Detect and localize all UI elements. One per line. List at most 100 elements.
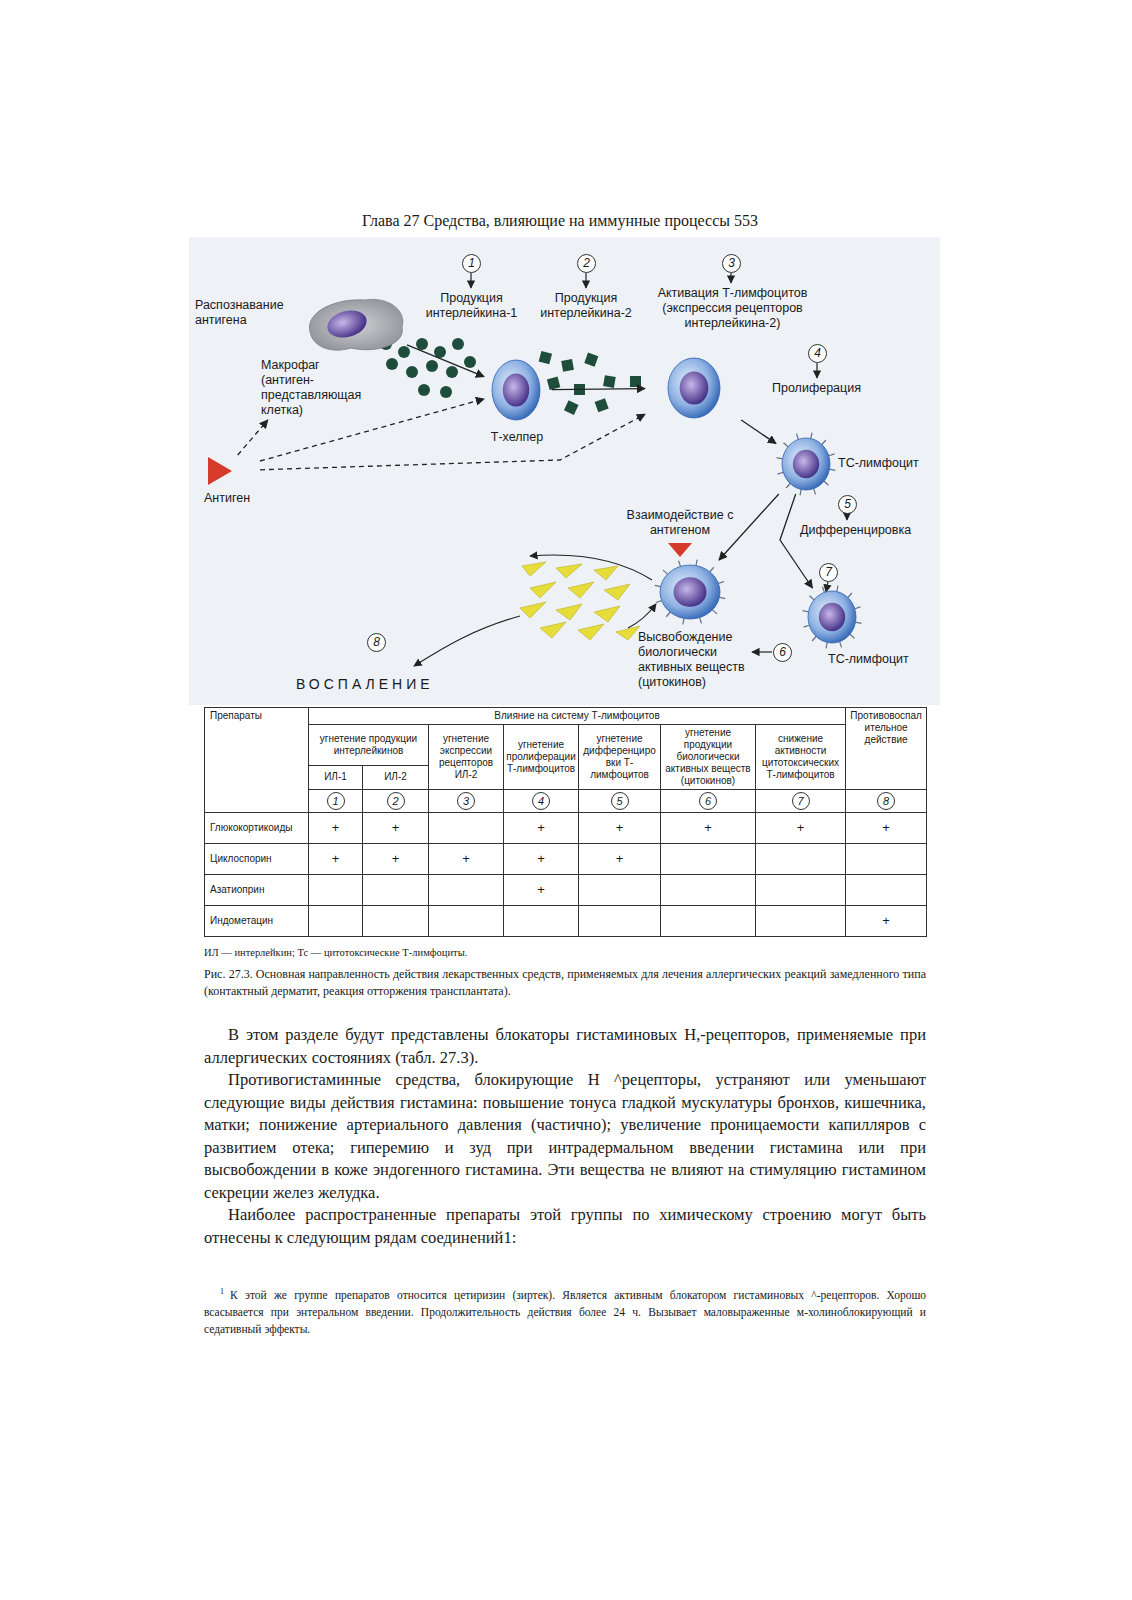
callout-number: 3 (457, 792, 475, 810)
running-head: Глава 27 Средства, влияющие на иммунные … (362, 212, 758, 230)
table-cell: снижение активности цитотоксических Т-ли… (756, 725, 846, 790)
cell-receptor (804, 625, 810, 627)
cell-node: Активация Т-лимфоцитов (экспрессия рецеп… (645, 286, 822, 420)
footnote: 1К этой же группе препаратов относится ц… (204, 1283, 926, 1338)
table-cell: + (579, 844, 661, 875)
table-row: Препараты Влияние на систему Т-лимфоцитов… (205, 708, 927, 725)
cell-label: TC-лимфоцит (828, 652, 924, 667)
cell-label: Антиген (196, 491, 258, 506)
table-row: Индометацин+ (205, 906, 927, 937)
callout-number: 8 (877, 792, 895, 810)
table-cell: 7 (756, 790, 846, 813)
cell-label: Высвобождение биологически активных веще… (638, 630, 762, 690)
lymphocyte-body (492, 360, 540, 420)
table-cell: + (504, 844, 579, 875)
table-cell (363, 906, 429, 937)
antigen-triangle (208, 457, 232, 485)
table-cell: + (504, 813, 579, 844)
table-cell: + (309, 813, 363, 844)
table-text: Влияние на систему Т-лимфоцитов (494, 710, 659, 721)
cell-receptor (710, 567, 714, 571)
table-cell: 1 (309, 790, 363, 813)
cell-receptor (656, 601, 662, 603)
table-cell: угнетение продукции интерлейкинов (309, 725, 429, 766)
table-row: Глюкокортикоиды+++++++ (205, 813, 927, 844)
lymphocyte-body (808, 591, 856, 643)
lymphocyte-body (660, 565, 720, 619)
effect-mark: + (537, 851, 545, 866)
cell-receptor (679, 561, 681, 567)
table-text: ИЛ-1 (324, 771, 347, 782)
table-cell: 2 (363, 790, 429, 813)
table-cell: Циклоспорин (205, 844, 309, 875)
cell-receptor (824, 481, 828, 485)
cell-receptor (810, 596, 814, 600)
cell-node: Антиген (196, 455, 260, 511)
callout-number: 7 (819, 563, 838, 582)
process-label: Взаимодействие с антигеном (620, 508, 740, 538)
cell-receptor (683, 618, 684, 624)
table-cell: + (846, 906, 927, 937)
table-text: Препараты (210, 710, 262, 721)
table-cell: Азатиоприн (205, 875, 309, 906)
drug-effect-table: Препараты Влияние на систему Т-лимфоцитов… (204, 707, 927, 937)
table-cell (846, 844, 927, 875)
callout-number: 5 (611, 792, 629, 810)
cell-drawing (800, 588, 928, 680)
cell-node: Высвобождение биологически активных веще… (636, 560, 766, 692)
table-cell: 3 (429, 790, 504, 813)
table-cell: + (846, 813, 927, 844)
cell-node: Т-хелпер (484, 352, 552, 448)
table-note: ИЛ — интерлейкин; Тс — цитотоксические Т… (204, 947, 926, 958)
footnote-marker: 1 (220, 1287, 224, 1296)
antigen-marker (668, 543, 692, 557)
process-arrow (741, 420, 776, 444)
table-row: угнетение продукции интерлейкиновугнетен… (205, 725, 927, 766)
cell-label: Т-хелпер (484, 430, 550, 445)
table-cell (756, 875, 846, 906)
table-cell: угнетение продукции биологически активны… (661, 725, 756, 790)
callout-number: 6 (699, 792, 717, 810)
cell-receptor (803, 611, 809, 612)
callout-number: 8 (367, 633, 386, 652)
process-label: Продукция интерлейкина-1 (424, 291, 519, 321)
table-cell: + (579, 813, 661, 844)
table-text: угнетение экспрессии рецепторов ИЛ-2 (439, 733, 493, 780)
cell-receptor (814, 489, 816, 495)
table-cell: Противовоспалительное действие (846, 708, 927, 790)
lymphocyte-body (668, 358, 720, 418)
process-arrow (238, 420, 268, 455)
cell-receptor (666, 612, 670, 616)
callout-number: 4 (808, 344, 827, 363)
table-cell: + (309, 844, 363, 875)
table-cell (579, 875, 661, 906)
callout-number: 3 (722, 254, 741, 273)
process-arrow (260, 414, 645, 470)
cell-receptor (856, 622, 862, 623)
cell-receptor (822, 587, 824, 593)
nucleus (680, 372, 709, 405)
cell-receptor (830, 469, 836, 470)
cell-receptor (811, 433, 812, 439)
page-text: Препараты Влияние на систему Т-лимфоцитов… (204, 707, 926, 1338)
callout-number: 4 (532, 792, 550, 810)
body-paragraph: В этом разделе будут представлены блокат… (204, 1024, 926, 1069)
table-cell: ИЛ-1 (309, 765, 363, 789)
lymphocyte-body (782, 438, 830, 490)
cell-receptor (784, 443, 788, 447)
cell-receptor (796, 434, 798, 440)
table-cell: + (363, 844, 429, 875)
effect-mark: + (616, 820, 624, 835)
table-cell: 6 (661, 790, 756, 813)
effect-mark: + (537, 882, 545, 897)
table-cell: Препараты (205, 708, 309, 813)
cell-receptor (840, 642, 842, 648)
callout-number: 5 (838, 495, 857, 514)
table-text: угнетение продукции интерлейкинов (320, 733, 417, 756)
table-cell: Глюкокортикоиды (205, 813, 309, 844)
cell-label: Активация Т-лимфоцитов (экспрессия рецеп… (645, 286, 820, 331)
cell-receptor (829, 454, 835, 456)
table-cell: ИЛ-2 (363, 765, 429, 789)
cell-receptor (786, 483, 790, 487)
body-paragraph: Противогистаминные средства, блокирующие… (204, 1069, 926, 1204)
